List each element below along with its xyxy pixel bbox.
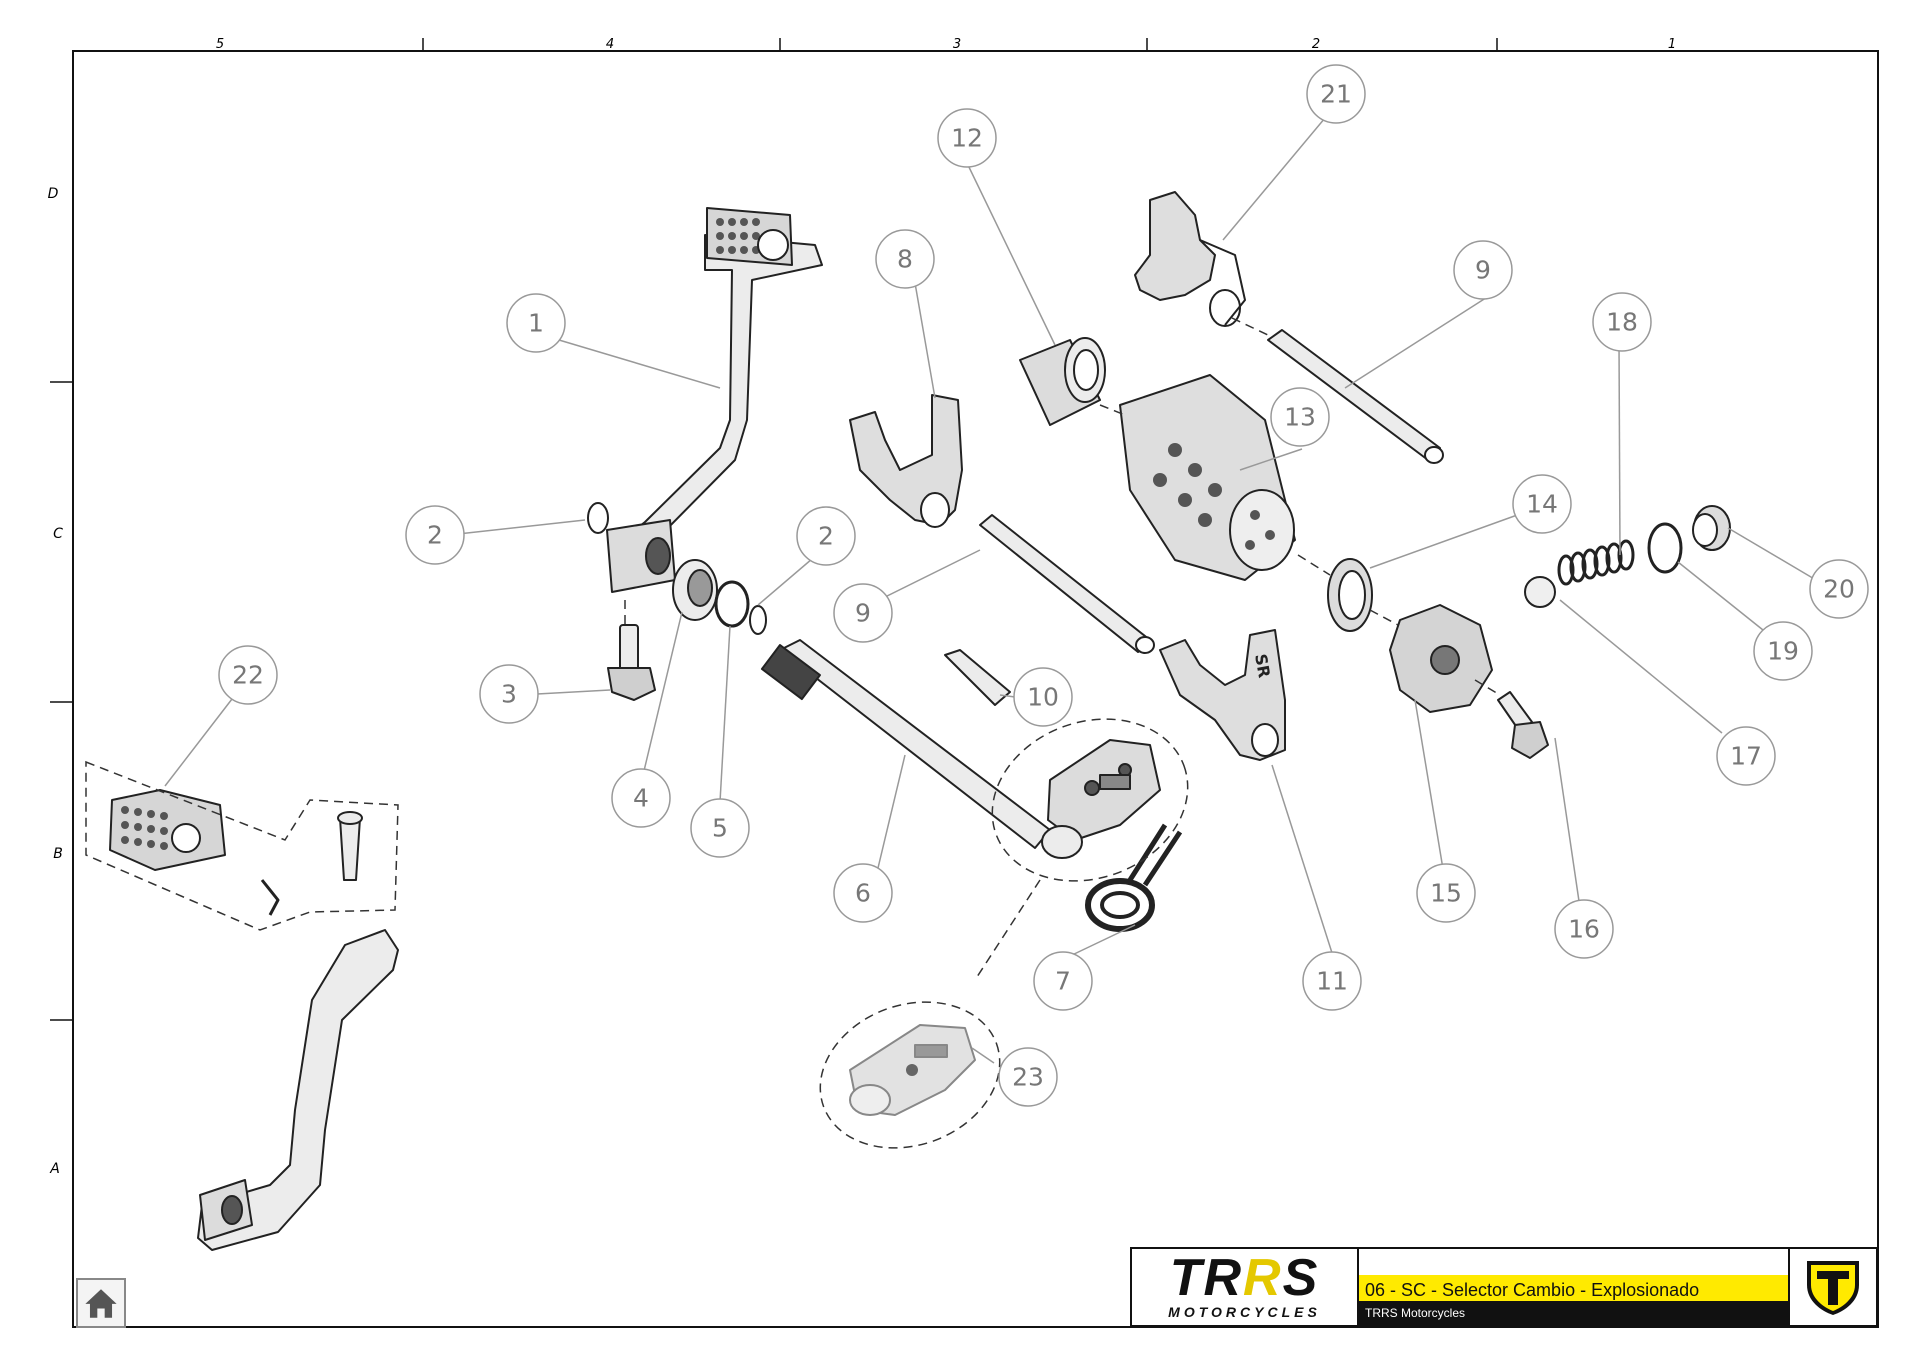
zone-label-side: D [48,186,59,202]
home-button[interactable] [76,1278,126,1328]
part-shift-fork-lower: SR [1159,629,1286,761]
part-circlip [587,502,767,635]
zone-label-side: A [49,1161,60,1177]
part-o-ring [1647,522,1683,574]
part-cam-bolt [1497,691,1549,759]
part-plug [1692,505,1731,551]
callout-16: 16 [1568,915,1600,944]
home-icon [85,1289,117,1318]
callout-1: 1 [528,309,544,338]
callout-13: 13 [1284,403,1316,432]
callout-23: 23 [1012,1063,1044,1092]
callout-12: 12 [951,124,983,153]
part-washer [714,580,750,628]
callout-4: 4 [633,784,649,813]
dashed-groupings [85,317,1501,1149]
zone-label-top: 1 [1668,37,1676,52]
part-alt-shift-plate [849,1024,976,1116]
callout-11: 11 [1316,967,1348,996]
callout-9: 9 [1475,256,1491,285]
callout-21: 21 [1320,80,1352,109]
trrs-logo: TRRS MOTORCYCLES [1132,1249,1359,1325]
part-detent-spring [1557,539,1635,586]
callout-5: 5 [712,814,728,843]
part-ball [1524,576,1556,608]
callout-2: 2 [427,521,443,550]
part-return-spring [1085,823,1183,932]
company-name: TRRS Motorcycles [1359,1301,1788,1325]
part-star-cam [1389,604,1493,713]
callout-17: 17 [1730,742,1762,771]
callout-6: 6 [855,879,871,908]
brand-subtitle: MOTORCYCLES [1168,1304,1321,1320]
brand-accent: R [1243,1249,1283,1307]
svg-text:SR: SR [1251,652,1274,679]
brand-part2: S [1282,1249,1320,1307]
callout-9: 9 [855,599,871,628]
callout-2: 2 [818,522,834,551]
callout-15: 15 [1430,879,1462,908]
zone-label-side: C [53,526,63,542]
trrs-emblem-icon [1807,1261,1859,1315]
part-shift-lever [606,207,823,593]
part-alt-shift-lever [109,789,399,1251]
callout-20: 20 [1823,575,1855,604]
zone-label-top: 4 [606,37,614,52]
callout-leaders [164,117,1817,1064]
part-fork-rod [979,329,1444,654]
callout-19: 19 [1767,637,1799,666]
callout-circles [218,64,1869,1107]
part-selector-shaft [760,639,1051,849]
drawing-title: 06 - SC - Selector Cambio - Explosionado [1359,1275,1788,1301]
brand-wordmark: TRRS [1170,1252,1320,1304]
title-info: 06 - SC - Selector Cambio - Explosionado… [1359,1249,1788,1325]
callout-22: 22 [232,661,264,690]
part-shift-plate [1041,739,1161,859]
brand-part1: TR [1169,1249,1244,1307]
drawing-frame [72,50,1879,1328]
part-bearing [672,559,718,621]
callout-7: 7 [1055,967,1071,996]
callout-14: 14 [1526,490,1558,519]
callout-3: 3 [501,680,517,709]
zone-label-side: B [53,846,63,862]
callout-10: 10 [1027,683,1059,712]
zone-label-top: 2 [1312,37,1320,52]
emblem-container [1788,1249,1876,1325]
part-shift-fork-upper [849,394,963,528]
part-drum-bearing [1019,337,1106,426]
title-block: TRRS MOTORCYCLES 06 - SC - Selector Camb… [1130,1247,1878,1327]
part-bolt [607,624,656,701]
part-seal [1327,558,1373,632]
side-zone-ticks [50,381,73,1021]
top-zone-ticks [422,38,1498,51]
callout-8: 8 [897,245,913,274]
part-shift-fork-top [1134,191,1246,327]
zone-label-top: 5 [216,37,224,52]
part-pin [944,649,1011,706]
part-selector-drum [1119,374,1296,581]
zone-label-top: 3 [953,37,961,52]
callout-18: 18 [1606,308,1638,337]
callout-numbers: 1 2 2 3 4 5 6 7 8 9 9 10 11 12 13 14 15 … [232,80,1855,1092]
